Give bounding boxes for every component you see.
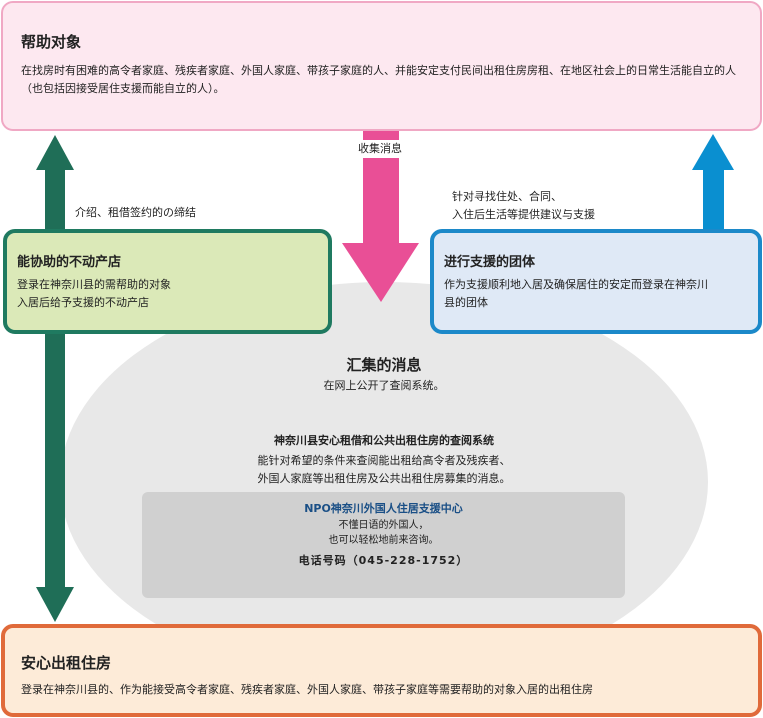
npo-line1: 不懂日语的外国人， [338,520,429,531]
support-section: 进行支援的团体 作为支援顺利地入居及确保居住的安定而登录在神奈川 县的团体 [430,229,762,334]
support-line2: 县的团体 [444,296,488,309]
info-heading: 汇集的消息 [346,356,422,374]
npo-title: NPO神奈川外国人住居支援中心 [304,502,463,515]
system-line1: 能针对希望的条件来查阅能出租给高令者及残疾者、 [257,454,511,467]
pink-arrow-head [342,243,419,302]
safe-rental-section: 安心出租住房 登录在神奈川县的、作为能接受高令者家庭、残疾者家庭、外国人家庭、带… [1,624,762,717]
realtor-title: 能协助的不动产店 [17,255,122,270]
intro-label: 介绍、租借签约的の缔结 [75,206,196,219]
green-arrow-shaft-bottom [45,334,65,588]
system-section: 神奈川县安心租借和公共出租住房的查阅系统 能针对希望的条件来查阅能出租给高令者及… [160,432,608,488]
support-line1: 作为支援顺利地入居及确保居住的安定而登录在神奈川 [444,278,708,291]
advice-label-line1: 针对寻找住处、合同、 [452,190,562,203]
green-arrow-up-head [36,135,74,170]
system-line2: 外国人家庭等出租住房及公共出租住房募集的消息。 [257,472,511,485]
target-description: 在找房时有困难的高令者家庭、残疾者家庭、外国人家庭、带孩子家庭的人、并能安定支付… [21,64,736,95]
advice-label-line2: 入住后生活等提供建议与支援 [452,208,595,221]
blue-arrow-shaft [703,169,724,231]
green-arrow-down-head [36,587,74,622]
npo-line2: 也可以轻松地前来咨询。 [328,535,439,546]
npo-phone: 电话号码（045-228-1752） [298,554,469,567]
system-title: 神奈川县安心租借和公共出租住房的查阅系统 [274,434,494,447]
npo-section: NPO神奈川外国人住居支援中心 不懂日语的外国人， 也可以轻松地前来咨询。 电话… [142,492,625,598]
collect-label: 收集消息 [358,142,402,155]
realtor-line2: 入居后给予支援的不动产店 [17,296,149,309]
safe-title: 安心出租住房 [21,654,112,672]
info-subtitle: 在网上公开了查阅系统。 [323,379,445,392]
support-title: 进行支援的团体 [444,255,536,270]
info-ellipse-background [60,282,708,682]
target-section: 帮助对象 在找房时有困难的高令者家庭、残疾者家庭、外国人家庭、带孩子家庭的人、并… [1,1,762,131]
pink-arrow-shaft [363,158,399,244]
info-section: 汇集的消息 在网上公开了查阅系统。 [60,354,708,395]
safe-description: 登录在神奈川县的、作为能接受高令者家庭、残疾者家庭、外国人家庭、带孩子家庭等需要… [21,683,593,696]
realtor-line1: 登录在神奈川县的需帮助的对象 [17,278,171,291]
green-arrow-shaft-top [45,169,65,231]
blue-arrow-head [692,134,734,170]
target-title: 帮助对象 [21,33,82,51]
pink-arrow-cap [363,131,399,140]
realtor-section: 能协助的不动产店 登录在神奈川县的需帮助的对象 入居后给予支援的不动产店 [3,229,332,334]
